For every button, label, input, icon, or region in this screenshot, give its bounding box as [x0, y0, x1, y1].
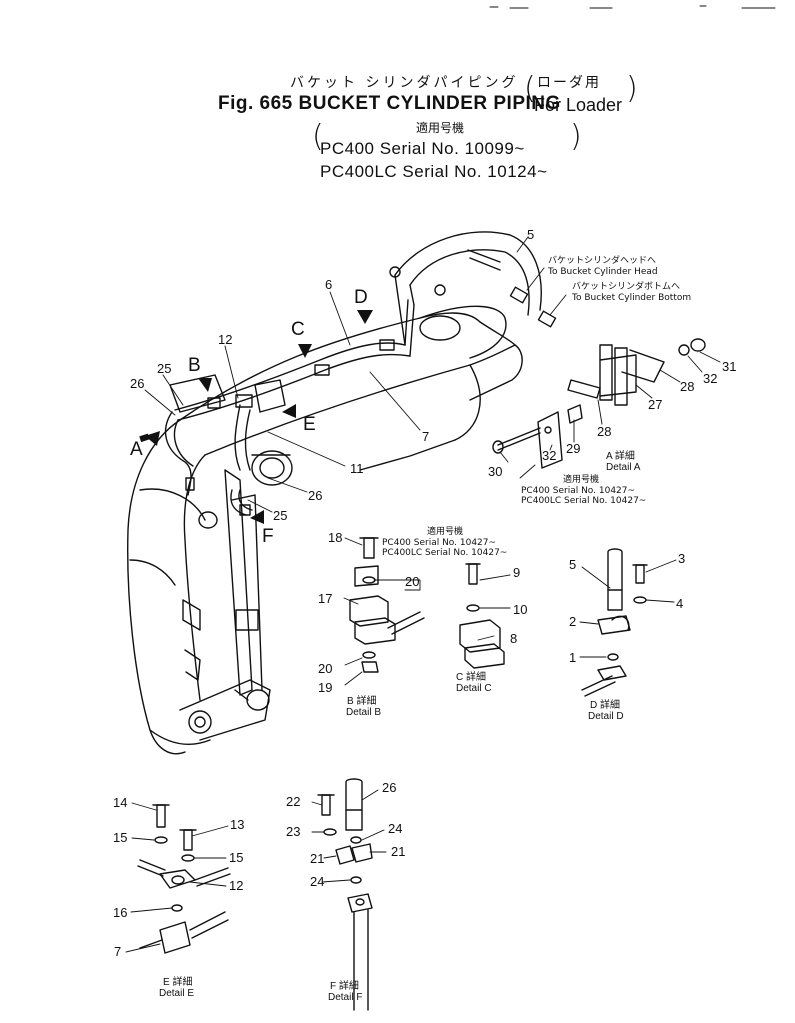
part-number: 23 — [286, 824, 301, 839]
view-letter-d: D — [354, 287, 368, 308]
part-number: 13 — [230, 817, 245, 832]
part-number: 20 — [318, 661, 333, 676]
part-number: 25 — [273, 508, 288, 523]
title-paren-close: ) — [626, 71, 638, 106]
detail-b-label: Detail B — [346, 707, 382, 718]
part-number: 32 — [703, 371, 718, 386]
callout-to-bottom-en: To Bucket Cylinder Bottom — [572, 293, 692, 303]
detail-e-label-jp: E 詳細 — [163, 977, 193, 988]
title-japanese-loader: ローダ用 — [537, 75, 601, 91]
leader-lines-main — [144, 236, 567, 513]
detail-a-label-jp: A 詳細 — [606, 451, 635, 462]
part-number: 6 — [325, 277, 333, 292]
serial-paren-close: ) — [570, 119, 582, 154]
part-number: 31 — [722, 359, 737, 374]
part-number: 24 — [310, 874, 325, 889]
detail-d-label: Detail D — [588, 711, 624, 722]
part-number: 1 — [569, 650, 577, 665]
part-number: 10 — [513, 602, 528, 617]
detail-b-drawing — [343, 537, 425, 686]
part-number: 21 — [391, 844, 406, 859]
detail-f-label-jp: F 詳細 — [330, 981, 359, 992]
callout-to-head-en: To Bucket Cylinder Head — [548, 267, 658, 277]
part-number: 21 — [310, 851, 325, 866]
part-number: 12 — [229, 878, 244, 893]
detail-d-label-jp: D 詳細 — [590, 700, 620, 711]
part-number: 29 — [566, 441, 581, 456]
detail-c-label: Detail C — [456, 683, 492, 694]
serial-line-pc400lc: PC400LC Serial No. 10124~ — [320, 162, 548, 181]
part-number: 17 — [318, 591, 333, 606]
detail-a-serial-1: PC400 Serial No. 10427~ — [521, 486, 636, 496]
scan-specks — [489, 5, 776, 9]
detail-f-label: Detail F — [328, 992, 363, 1003]
part-number: 8 — [510, 631, 518, 646]
view-arrows — [139, 310, 373, 524]
detail-b-serial-2: PC400LC Serial No. 10427~ — [382, 548, 508, 558]
part-number: 18 — [328, 530, 343, 545]
part-number: 7 — [114, 944, 122, 959]
detail-a-serial-2: PC400LC Serial No. 10427~ — [521, 496, 647, 506]
figure-title: Fig. 665 BUCKET CYLINDER PIPING — [218, 93, 561, 114]
part-number: 5 — [569, 557, 577, 572]
detail-b-serial-1: PC400 Serial No. 10427~ — [382, 538, 497, 548]
part-number: 5 — [527, 227, 535, 242]
part-number: 32 — [542, 448, 557, 463]
part-number: 28 — [680, 379, 695, 394]
part-number: 11 — [350, 461, 364, 476]
part-number: 7 — [422, 429, 430, 444]
part-number: 19 — [318, 680, 333, 695]
callout-to-head-jp: バケットシリンダヘッドへ — [548, 256, 657, 266]
part-number: 3 — [678, 551, 686, 566]
serial-line-pc400: PC400 Serial No. 10099~ — [320, 139, 525, 158]
serial-paren-open: ( — [312, 119, 324, 154]
view-letter-b: B — [188, 355, 201, 376]
part-number: 25 — [157, 361, 172, 376]
part-number: 27 — [648, 397, 663, 412]
detail-a-serial-jp: 適用号機 — [563, 475, 600, 485]
view-letter-e: E — [303, 414, 316, 435]
detail-d-drawing — [579, 548, 677, 697]
view-letter-c: C — [291, 319, 305, 340]
part-number: 4 — [676, 596, 684, 611]
applicable-serial-jp: 適用号機 — [416, 121, 465, 135]
part-number: 15 — [229, 850, 244, 865]
part-number: 14 — [113, 795, 128, 810]
part-number: 30 — [488, 464, 503, 479]
part-number: 9 — [513, 565, 521, 580]
callout-to-bottom-jp: バケットシリンダボトムへ — [572, 282, 681, 292]
detail-c-label-jp: C 詳細 — [456, 672, 486, 683]
part-number: 28 — [597, 424, 612, 439]
view-letter-a: A — [130, 439, 143, 460]
view-letter-f: F — [262, 526, 274, 547]
part-number: 26 — [130, 376, 145, 391]
figure-subtitle: For Loader — [534, 95, 623, 115]
part-number: 15 — [113, 830, 128, 845]
part-number: 26 — [382, 780, 397, 795]
detail-f-drawing — [311, 778, 387, 1011]
part-number: 16 — [113, 905, 128, 920]
part-number: 24 — [388, 821, 403, 836]
part-number: 22 — [286, 794, 301, 809]
detail-e-label: Detail E — [159, 988, 195, 999]
detail-e-drawing — [125, 802, 231, 954]
part-number: 20 — [405, 574, 420, 589]
detail-a-drawing — [492, 338, 721, 479]
title-japanese: バケット シリンダパイピング — [290, 75, 519, 91]
hydraulic-piping — [164, 231, 557, 516]
detail-a-label: Detail A — [606, 462, 641, 473]
detail-b-label-jp: B 詳細 — [347, 696, 377, 707]
part-number: 26 — [308, 488, 323, 503]
detail-b-serial-jp: 適用号機 — [427, 527, 464, 537]
part-number: 12 — [218, 332, 233, 347]
title-paren-open: ( — [524, 71, 536, 106]
detail-c-drawing — [459, 563, 511, 669]
part-number: 2 — [569, 614, 577, 629]
